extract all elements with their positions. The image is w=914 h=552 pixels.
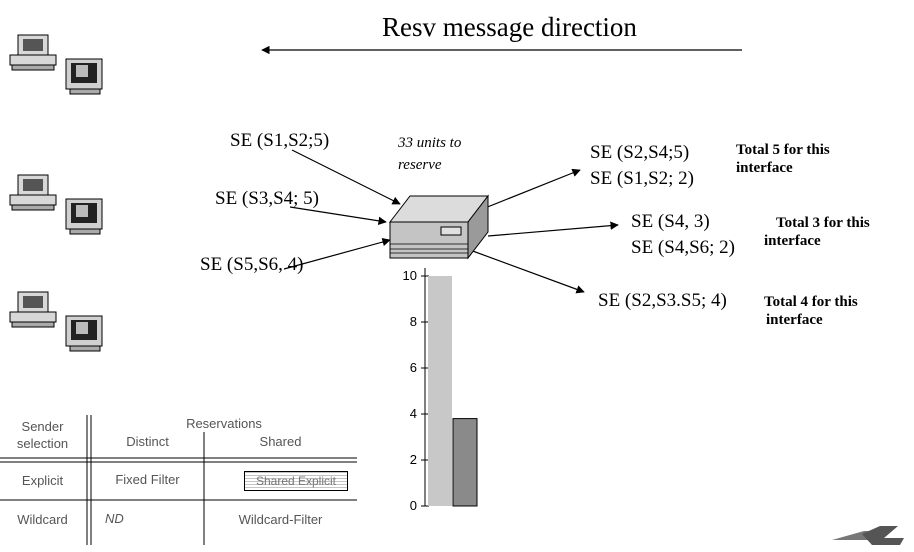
table-row-label: Explicit: [21, 473, 64, 488]
table-row-label: Wildcard: [17, 512, 68, 527]
outgoing-1-line-1: SE (S2,S4;5): [590, 142, 690, 163]
table-header-reservations: Reservations: [186, 416, 262, 431]
table-cell-distinct: ND: [105, 511, 124, 526]
table-col-shared: Shared: [259, 434, 302, 449]
outgoing-arrow-1: [479, 168, 581, 211]
incoming-label-3: SE (S5,S6, 4): [200, 254, 304, 275]
y-tick-label: 8: [409, 314, 417, 329]
outgoing-3-line-1: SE (S2,S3.S5; 4): [598, 290, 727, 311]
router-note-line-2: reserve: [398, 157, 442, 173]
outgoing-2-line-1: SE (S4, 3): [631, 211, 710, 232]
table-grid: [0, 415, 357, 545]
router-note-line-1: 33 units to: [398, 135, 462, 151]
table-header-sender: Sender selection: [16, 419, 69, 451]
bar-1: [428, 276, 452, 506]
outgoing-2-total: Total 3 for this interface: [764, 215, 870, 249]
incoming-label-2: SE (S3,S4; 5): [215, 188, 319, 209]
computer-icon: [9, 174, 103, 235]
y-tick-label: 0: [409, 498, 417, 513]
computer-icon: [9, 291, 103, 352]
router-note: 33 units to reserve: [398, 132, 461, 176]
outgoing-1-total: Total 5 for this interface: [736, 142, 830, 176]
incoming-arrow-2: [289, 206, 387, 225]
company-logo: [832, 526, 904, 545]
table-cell-shared-highlighted: Shared Explicit: [244, 471, 348, 491]
outgoing-arrow-2: [487, 221, 619, 237]
outgoing-arrow-3: [469, 249, 585, 294]
direction-title: Resv message direction: [382, 12, 637, 42]
table-cell-distinct: Fixed Filter: [115, 472, 180, 487]
incoming-arrow-1: [291, 149, 401, 205]
y-tick-label: 6: [409, 360, 417, 375]
y-tick-label: 2: [409, 452, 417, 467]
router-icon: [388, 194, 490, 260]
outgoing-1-line-2: SE (S1,S2; 2): [590, 168, 694, 189]
table-cell-shared: Wildcard-Filter: [238, 512, 323, 527]
y-tick-label: 4: [409, 406, 417, 421]
outgoing-2-line-2: SE (S4,S6; 2): [631, 237, 735, 258]
table-col-distinct: Distinct: [126, 434, 169, 449]
outgoing-3-total: Total 4 for this interface: [764, 294, 858, 328]
bar-2: [452, 418, 478, 507]
incoming-label-1: SE (S1,S2;5): [230, 130, 330, 151]
y-tick-label: 10: [402, 268, 417, 283]
incoming-arrow-3: [283, 237, 391, 270]
computer-icon: [9, 34, 103, 95]
bar-chart: [421, 268, 478, 507]
